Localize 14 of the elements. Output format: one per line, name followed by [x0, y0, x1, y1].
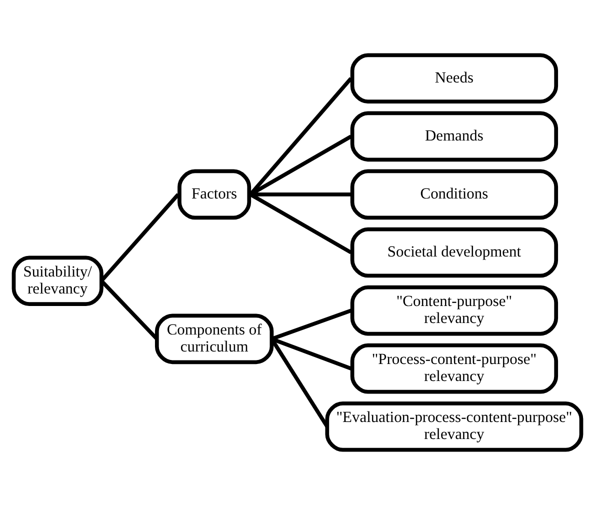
connector — [100, 193, 180, 282]
connector — [249, 192, 352, 254]
node-box: Demands — [350, 111, 558, 162]
connector — [271, 308, 352, 341]
node-box: Conditions — [350, 169, 558, 220]
node-box: Suitability/ relevancy — [12, 256, 104, 306]
node-box: "Content-purpose" relevancy — [350, 285, 558, 336]
connector — [248, 77, 352, 196]
node-box: "Process-content-purpose" relevancy — [350, 343, 558, 394]
node-box: Needs — [350, 53, 558, 104]
node-box: "Evaluation-process-content-purpose" relevancy — [325, 401, 584, 452]
node-box: Societal development — [350, 227, 558, 278]
node-box: Components of curriculum — [154, 314, 274, 364]
node-box: Factors — [178, 169, 252, 220]
